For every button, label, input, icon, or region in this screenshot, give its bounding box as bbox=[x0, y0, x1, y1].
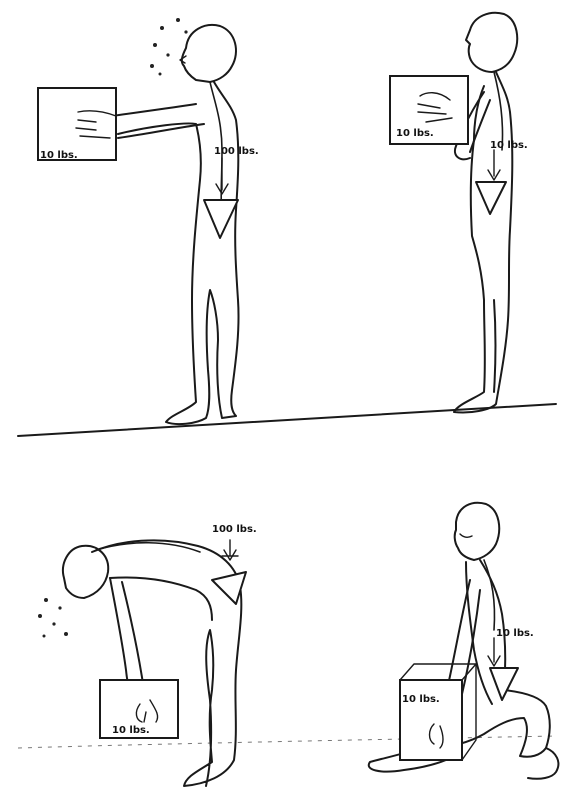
head bbox=[455, 503, 500, 560]
box-10lbs bbox=[400, 680, 462, 760]
floor-line-top bbox=[18, 404, 556, 436]
load-weight-label: 100 lbs. bbox=[214, 146, 259, 157]
load-triangle bbox=[490, 668, 518, 700]
spine bbox=[96, 543, 200, 552]
panel-extended-arms bbox=[38, 18, 239, 424]
head bbox=[182, 25, 236, 82]
load-triangle bbox=[204, 200, 238, 238]
box-weight-label: 10 lbs. bbox=[396, 128, 434, 139]
head bbox=[466, 13, 517, 72]
load-weight-label: 10 lbs. bbox=[490, 140, 528, 151]
load-triangle bbox=[476, 182, 506, 214]
sweat-drops bbox=[150, 18, 188, 76]
load-weight-label: 100 lbs. bbox=[212, 524, 257, 535]
panel-kneeling bbox=[369, 503, 559, 779]
panel-bending-over bbox=[38, 540, 246, 786]
box-weight-label: 10 lbs. bbox=[112, 725, 150, 736]
head bbox=[63, 546, 108, 598]
panel-close-to-body bbox=[390, 13, 517, 413]
box-weight-label: 10 lbs. bbox=[40, 150, 78, 161]
box-weight-label: 10 lbs. bbox=[402, 694, 440, 705]
load-weight-label: 10 lbs. bbox=[496, 628, 534, 639]
sweat-drops bbox=[38, 598, 68, 638]
